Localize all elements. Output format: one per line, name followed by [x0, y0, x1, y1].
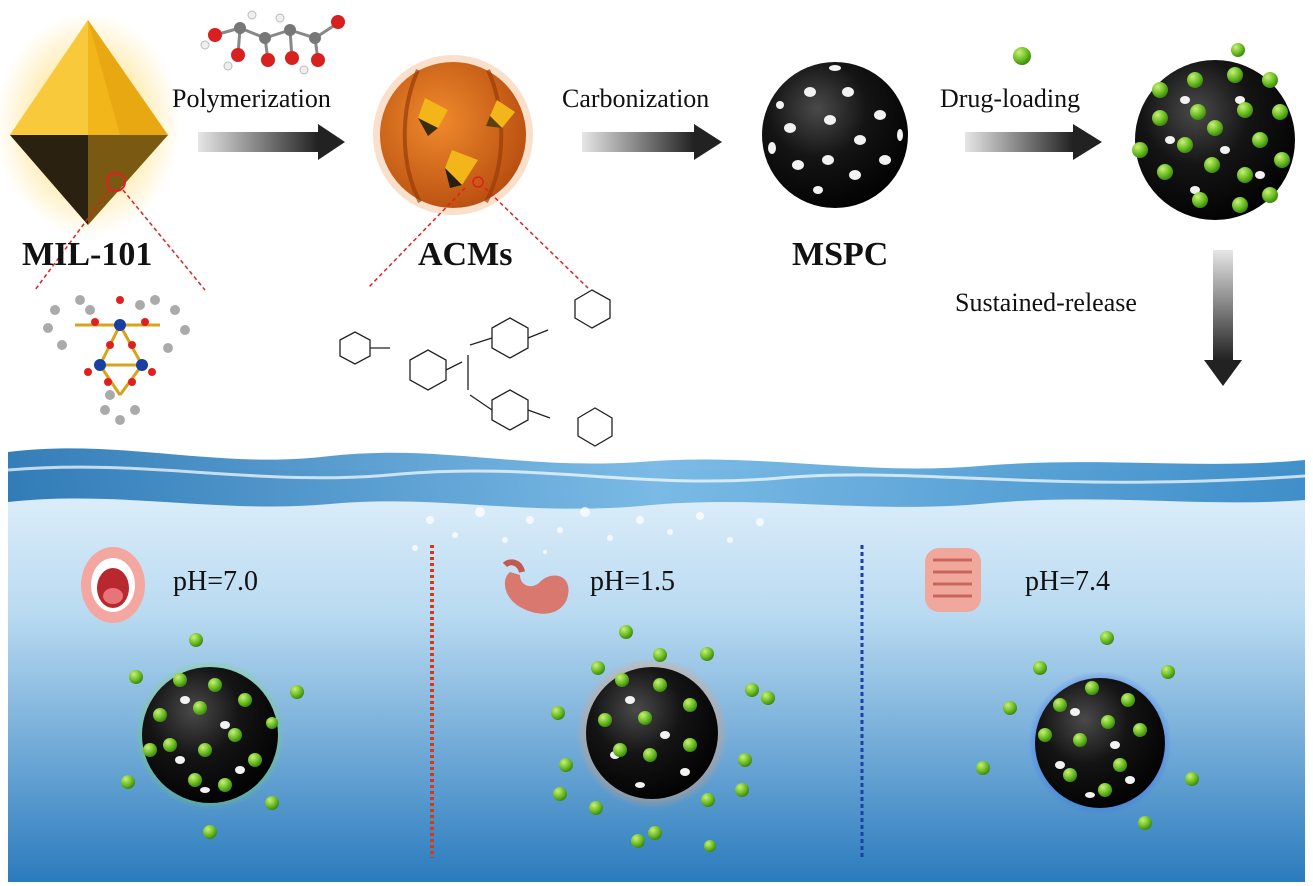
water-bubbles [412, 507, 764, 554]
label-carbonization: Carbonization [562, 84, 710, 113]
mil101-cluster-structure [43, 295, 190, 425]
label-mspc: MSPC [792, 236, 889, 273]
release-sphere-mouth [121, 633, 304, 839]
label-acms: ACMs [418, 236, 513, 273]
acm-chemical-structure [339, 289, 613, 447]
release-sphere-stomach [551, 625, 775, 852]
intestine-icon [925, 548, 981, 612]
label-sustained-release: Sustained-release [955, 288, 1137, 317]
arrow-sustained-release [1204, 250, 1242, 386]
acm-sphere [367, 55, 589, 289]
mil101-octahedron [0, 13, 206, 291]
stomach-icon [502, 559, 569, 614]
label-mil101: MIL-101 [22, 236, 153, 273]
loaded-sphere [1132, 43, 1295, 220]
arrow-carbonization [582, 124, 722, 160]
arrow-polymerization [198, 124, 345, 160]
mspc-sphere [762, 62, 908, 208]
mouth-icon [81, 547, 145, 623]
drug-molecule [1013, 47, 1031, 65]
glucose-molecule [200, 10, 345, 75]
arrow-drug-loading [965, 124, 1102, 160]
label-ph-intestine: pH=7.4 [1025, 566, 1111, 597]
label-ph-stomach: pH=1.5 [590, 566, 676, 597]
label-ph-mouth: pH=7.0 [173, 566, 259, 597]
label-polymerization: Polymerization [172, 84, 331, 113]
label-drug-loading: Drug-loading [940, 84, 1081, 113]
release-sphere-intestine [976, 631, 1199, 830]
